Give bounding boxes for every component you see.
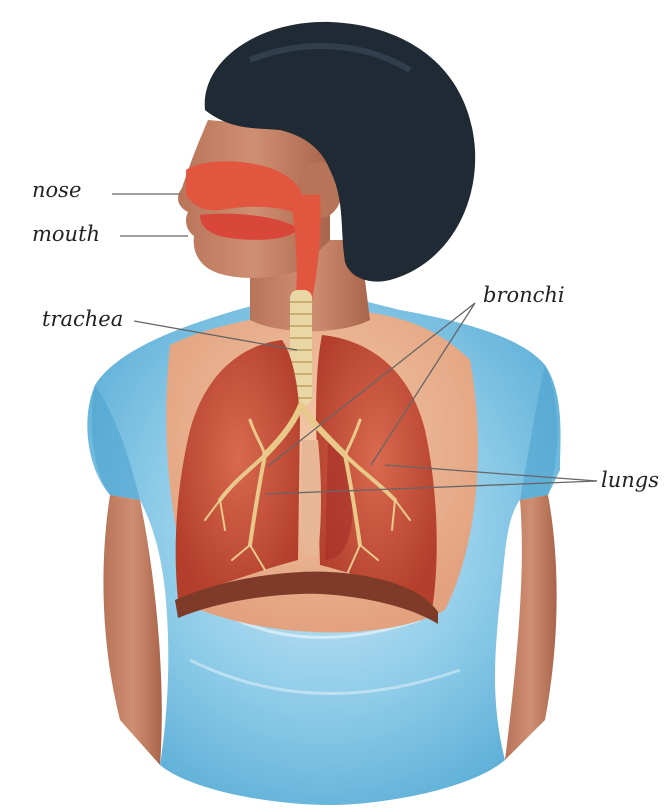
bronchi-label: bronchi (483, 283, 565, 307)
nose-label: nose (32, 178, 81, 202)
trachea-label: trachea (42, 307, 123, 331)
mouth-label: mouth (32, 222, 100, 246)
mediastinum (301, 440, 321, 555)
lungs-label: lungs (601, 468, 659, 492)
